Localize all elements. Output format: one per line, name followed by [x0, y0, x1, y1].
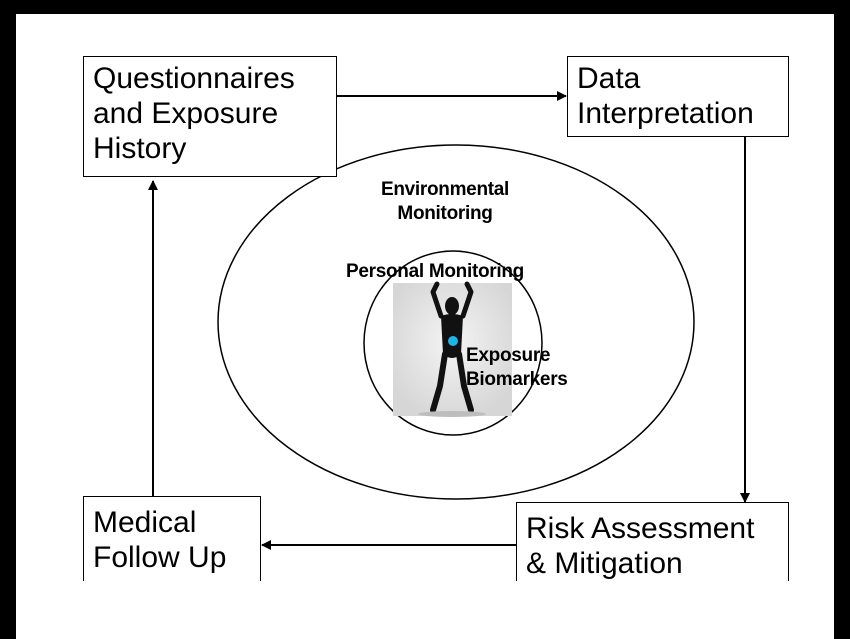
- questionnaires-box: Questionnaires and Exposure History: [83, 56, 337, 177]
- risk-assessment-box: Risk Assessment & Mitigation: [516, 502, 789, 581]
- personal-monitoring-label: Personal Monitoring: [346, 261, 524, 282]
- person-silhouette-image: [393, 281, 512, 417]
- exposure-biomarkers-label: Exposure Biomarkers: [466, 345, 568, 390]
- medical-follow-up-box: Medical Follow Up: [83, 496, 261, 581]
- biomarker-dot: [448, 336, 458, 346]
- data-interpretation-box: Data Interpretation: [567, 56, 789, 137]
- environmental-monitoring-label: Environmental Monitoring: [380, 179, 510, 224]
